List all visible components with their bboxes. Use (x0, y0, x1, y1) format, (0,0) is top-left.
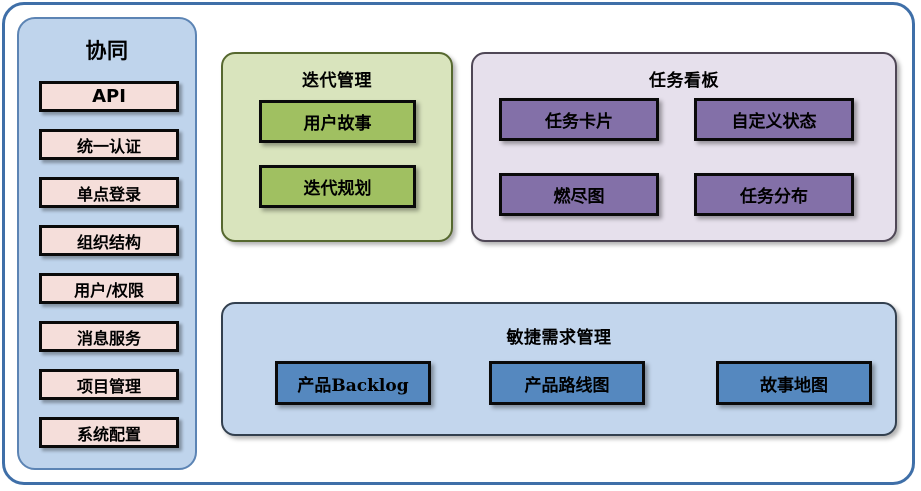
card-iteration-plan[interactable]: 迭代规划 (259, 165, 416, 208)
sidebar-item-system-config[interactable]: 系统配置 (39, 417, 179, 448)
sidebar-item-project-mgmt[interactable]: 项目管理 (39, 369, 179, 400)
card-custom-status[interactable]: 自定义状态 (694, 98, 854, 141)
group-iteration-management: 迭代管理 用户故事 迭代规划 (221, 52, 453, 242)
sidebar-panel-collaboration: 协同 API 统一认证 单点登录 组织结构 用户/权限 消息服务 项目管理 系统… (17, 17, 197, 470)
diagram-root: 协同 API 统一认证 单点登录 组织结构 用户/权限 消息服务 项目管理 系统… (2, 2, 915, 485)
sidebar-item-single-sign-on[interactable]: 单点登录 (39, 177, 179, 208)
group-board-title: 任务看板 (649, 71, 719, 91)
sidebar-item-org-structure[interactable]: 组织结构 (39, 225, 179, 256)
sidebar-item-unified-auth[interactable]: 统一认证 (39, 129, 179, 160)
sidebar-item-api[interactable]: API (39, 81, 179, 112)
group-iteration-title: 迭代管理 (302, 71, 372, 91)
sidebar-title: 协同 (85, 39, 129, 63)
card-task-card[interactable]: 任务卡片 (499, 98, 659, 141)
group-agile-title: 敏捷需求管理 (506, 328, 612, 348)
card-product-backlog[interactable]: 产品Backlog (275, 361, 431, 405)
card-product-roadmap[interactable]: 产品路线图 (489, 361, 645, 405)
card-story-map[interactable]: 故事地图 (716, 361, 872, 405)
card-burndown-chart[interactable]: 燃尽图 (499, 173, 659, 216)
sidebar-item-message-service[interactable]: 消息服务 (39, 321, 179, 352)
card-user-story[interactable]: 用户故事 (259, 100, 416, 143)
group-agile-requirement-management: 敏捷需求管理 产品Backlog 产品路线图 故事地图 (221, 302, 897, 436)
group-task-board: 任务看板 任务卡片 自定义状态 燃尽图 任务分布 (471, 52, 897, 242)
sidebar-item-user-permission[interactable]: 用户/权限 (39, 273, 179, 304)
card-task-distribution[interactable]: 任务分布 (694, 173, 854, 216)
